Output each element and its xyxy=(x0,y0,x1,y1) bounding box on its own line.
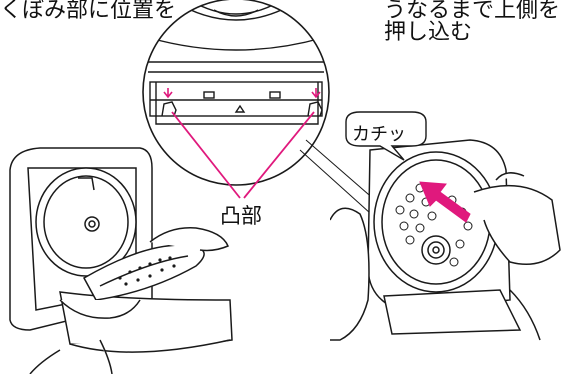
left-cooker-illustration xyxy=(9,147,233,375)
protrusion-label: 凸部 xyxy=(220,204,262,228)
right-cooker-illustration xyxy=(330,139,561,341)
leader-lines xyxy=(171,111,315,199)
protrusion-arrows xyxy=(163,88,321,99)
sound-bubble xyxy=(345,111,427,161)
zoom-detail xyxy=(142,0,330,186)
click-sound-label: カチッ xyxy=(352,124,406,145)
right-caption-line2: 押し込む xyxy=(384,20,473,45)
push-arrow xyxy=(419,181,471,223)
right-caption-line1: うなるまで上側を xyxy=(384,0,561,23)
left-caption: くぼみ部に位置を xyxy=(0,0,177,23)
